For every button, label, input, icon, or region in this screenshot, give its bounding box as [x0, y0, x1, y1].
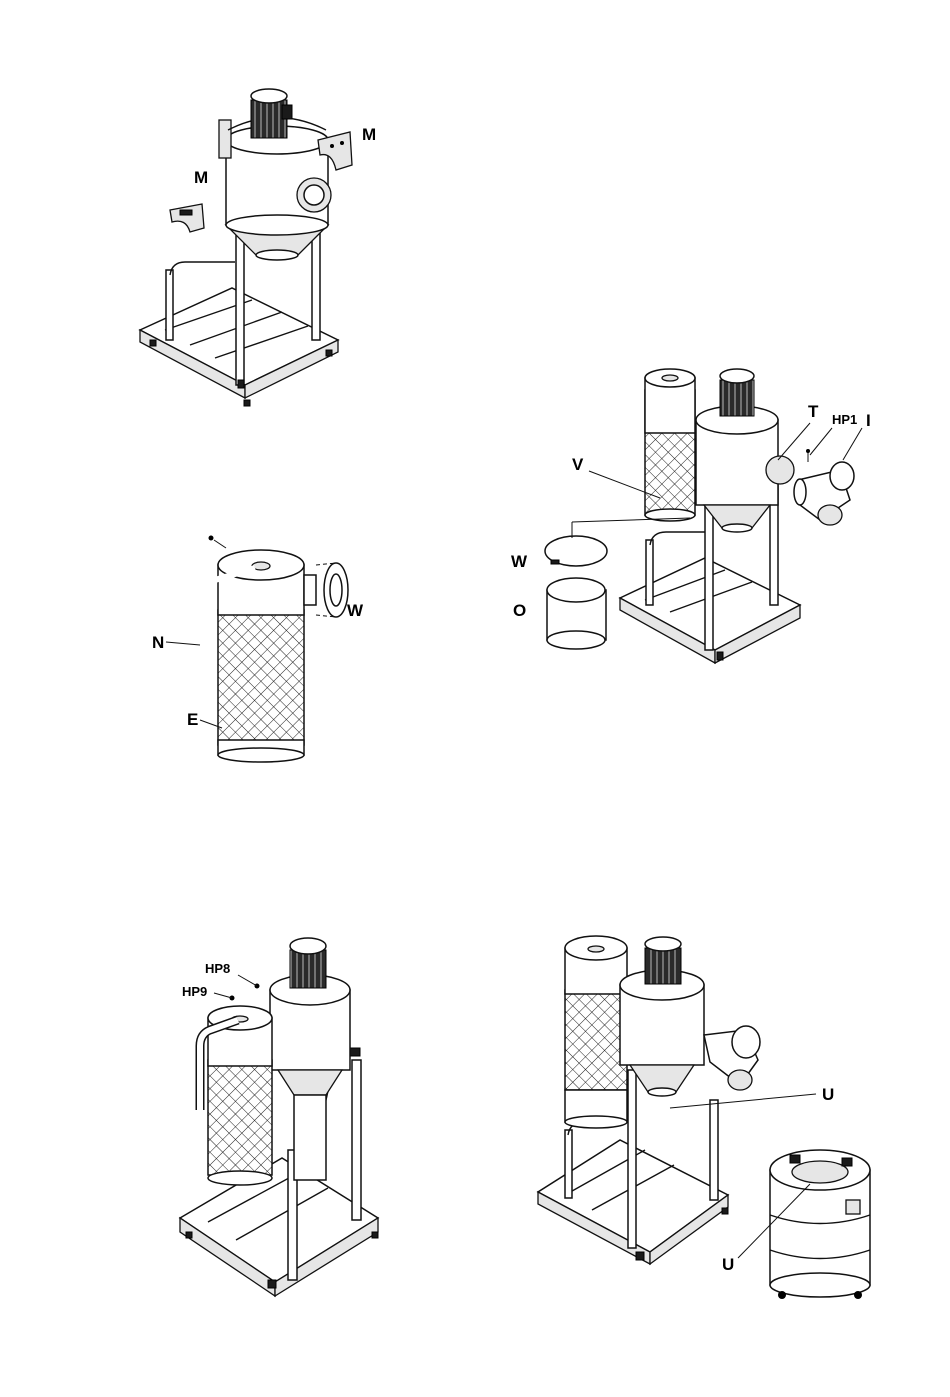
inlet-y-fitting — [794, 462, 854, 525]
cyclone-icon — [270, 975, 350, 1180]
figure-2-filter-assembly: T HP1 I V W O — [511, 369, 871, 663]
label-hp8: HP8 — [205, 961, 230, 976]
label-i: I — [866, 411, 871, 430]
label-hp1: HP1 — [832, 412, 857, 427]
label-m-left: M — [194, 168, 208, 187]
label-u-bottom: U — [722, 1255, 734, 1274]
label-m-right: M — [362, 125, 376, 144]
label-v: V — [572, 455, 584, 474]
filter-canister-icon — [565, 936, 627, 1128]
figure-1-cyclone-stand-brackets: M M — [140, 89, 376, 406]
label-t: T — [808, 402, 819, 421]
inlet-y-fitting — [704, 1026, 760, 1090]
figure-3-filter-detail: W N E — [152, 536, 364, 763]
label-w-flange: W — [347, 601, 364, 620]
collection-drum-icon — [770, 1150, 870, 1299]
figure-4-filter-mounted: HP8 HP9 — [180, 938, 378, 1296]
label-n: N — [152, 633, 164, 652]
bracket-m-left — [170, 204, 204, 232]
motor-icon — [720, 369, 754, 416]
filter-canister-icon — [208, 1006, 272, 1185]
label-o: O — [513, 601, 526, 620]
cyclone-icon — [696, 406, 794, 532]
label-hp9: HP9 — [182, 984, 207, 999]
filter-canister-icon — [218, 550, 304, 762]
flange-w — [304, 563, 348, 617]
collection-bag-o — [547, 578, 606, 649]
label-u-top: U — [822, 1085, 834, 1104]
motor-icon — [251, 89, 292, 138]
motor-icon — [645, 937, 681, 984]
label-e: E — [187, 710, 198, 729]
motor-icon — [290, 938, 326, 988]
figure-5-drum-attachment: U U — [538, 936, 870, 1299]
label-w-ring: W — [511, 552, 528, 571]
filter-canister-icon — [645, 369, 695, 521]
